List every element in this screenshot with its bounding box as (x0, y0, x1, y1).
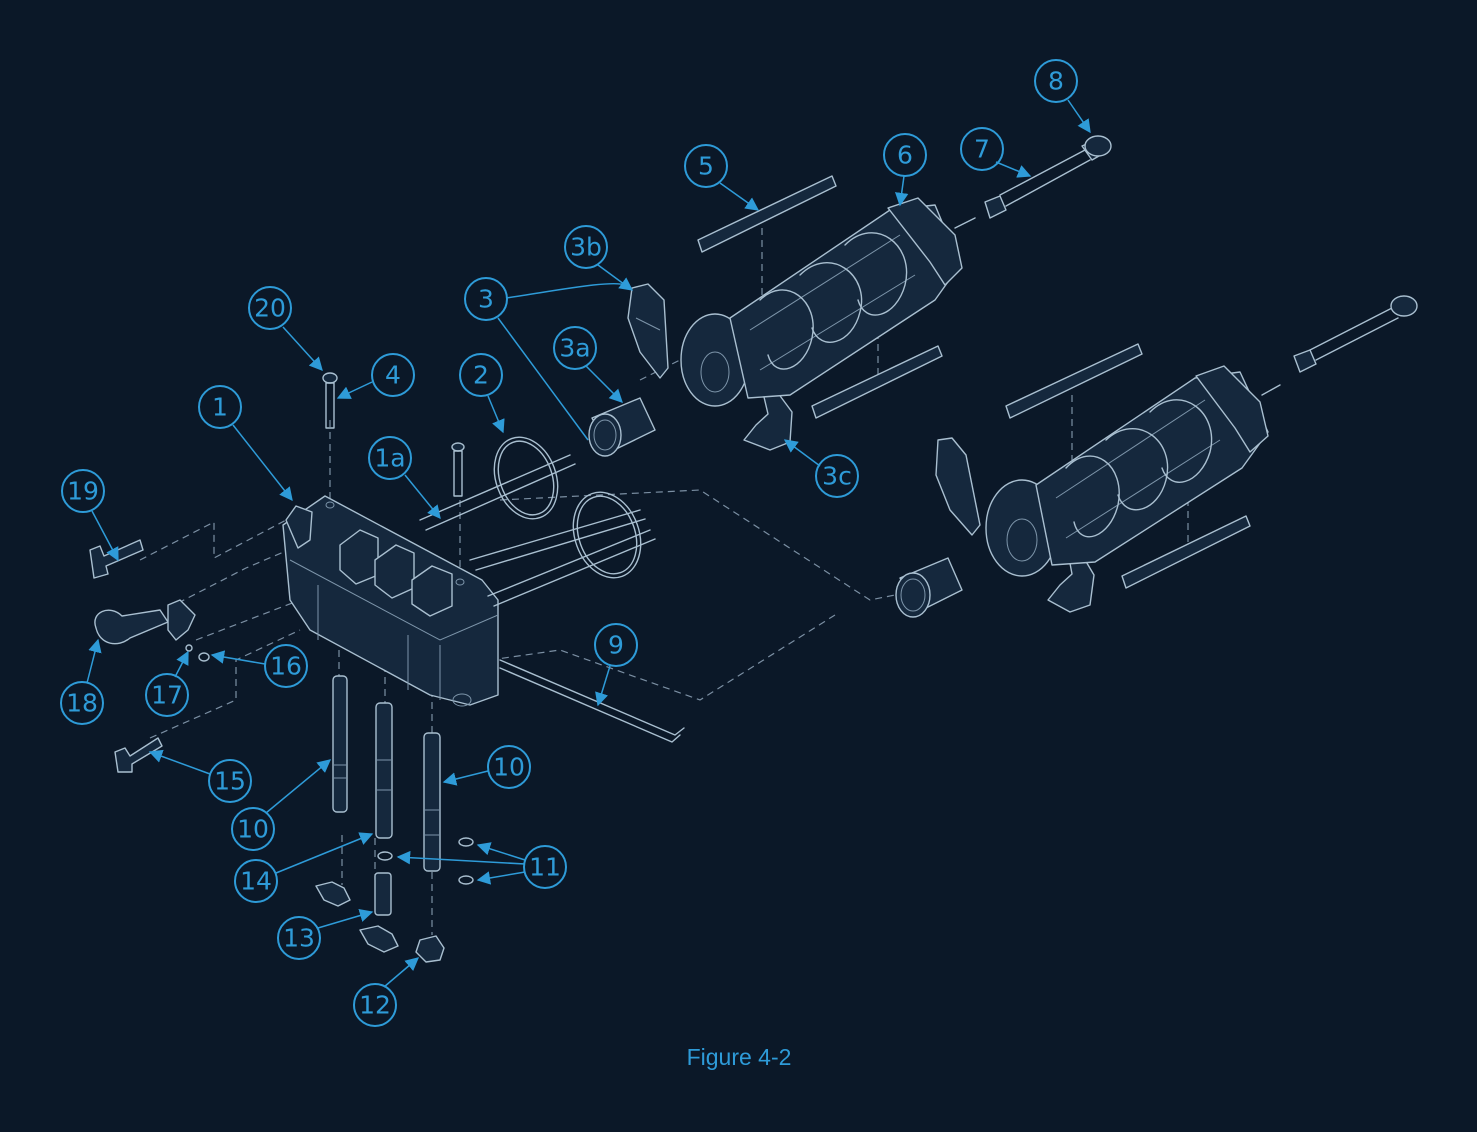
callout-1-label: 1 (212, 393, 228, 422)
o-rings (493, 436, 642, 579)
drive-shafts (984, 135, 1418, 373)
rod-9 (499, 659, 685, 743)
callout-11-label: 11 (529, 853, 561, 882)
callout-1: 1 (198, 385, 293, 502)
screw-assembly-lower (985, 365, 1281, 577)
callout-20: 20 (248, 286, 323, 371)
wear-strips (697, 175, 1251, 589)
tie-rods (419, 454, 656, 607)
callout-13: 13 (277, 908, 374, 960)
callout-14-label: 14 (240, 867, 272, 896)
callout-18-label: 18 (66, 689, 98, 718)
callout-4: 4 (336, 353, 415, 399)
callout-16: 16 (210, 644, 308, 688)
callout-10-left-label: 10 (237, 815, 269, 844)
callout-18: 18 (60, 638, 104, 725)
screw-assembly-upper (680, 197, 976, 407)
callout-3c: 3c (783, 439, 859, 498)
callout-10-right: 10 (442, 745, 531, 789)
callout-3: 3 (464, 277, 627, 441)
callout-2-label: 2 (473, 361, 489, 390)
bolt-4 (322, 372, 338, 429)
bushing-3a (588, 397, 656, 457)
callout-19-label: 19 (67, 477, 99, 506)
callout-12: 12 (353, 957, 420, 1027)
callout-3c-label: 3c (822, 462, 852, 491)
callout-3b-label: 3b (570, 233, 602, 262)
callout-12-label: 12 (359, 991, 391, 1020)
callout-15-label: 15 (214, 767, 246, 796)
callout-8-label: 8 (1048, 67, 1064, 96)
callout-13-label: 13 (283, 924, 315, 953)
manifold-body (282, 495, 499, 707)
callout-14: 14 (234, 832, 374, 903)
segment-lower-left (935, 437, 981, 536)
callout-20-label: 20 (254, 294, 286, 323)
segment-3b (627, 283, 669, 379)
callout-19: 19 (61, 469, 119, 562)
small-hardware (315, 837, 474, 963)
bolt-upper (451, 442, 465, 497)
callout-10-left: 10 (231, 759, 332, 851)
bushing-lower (895, 557, 963, 618)
callout-3a-label: 3a (559, 334, 590, 363)
figure-caption: Figure 4-2 (687, 1044, 792, 1070)
callout-1a: 1a (368, 436, 441, 520)
callout-2: 2 (459, 353, 505, 434)
callout-15: 15 (148, 749, 252, 803)
callout-6-label: 6 (897, 141, 913, 170)
callout-16-label: 16 (270, 652, 302, 681)
handle-parts (89, 539, 210, 773)
callout-1a-label: 1a (374, 444, 405, 473)
callout-9: 9 (594, 623, 638, 707)
callout-4-label: 4 (385, 361, 401, 390)
callout-17-label: 17 (151, 681, 183, 710)
callout-7-label: 7 (974, 135, 990, 164)
callout-9-label: 9 (608, 631, 624, 660)
callout-7: 7 (960, 127, 1032, 178)
callout-6: 6 (883, 133, 927, 207)
callout-3a: 3a (553, 326, 623, 403)
valve-stems (332, 675, 441, 872)
callout-10-right-label: 10 (493, 753, 525, 782)
callout-5-label: 5 (698, 152, 714, 181)
callout-11: 11 (396, 842, 567, 889)
callout-8: 8 (1034, 59, 1091, 134)
callout-3b: 3b (564, 225, 634, 291)
callout-17: 17 (145, 650, 189, 717)
callout-5: 5 (684, 144, 760, 211)
callout-3-label: 3 (478, 285, 494, 314)
